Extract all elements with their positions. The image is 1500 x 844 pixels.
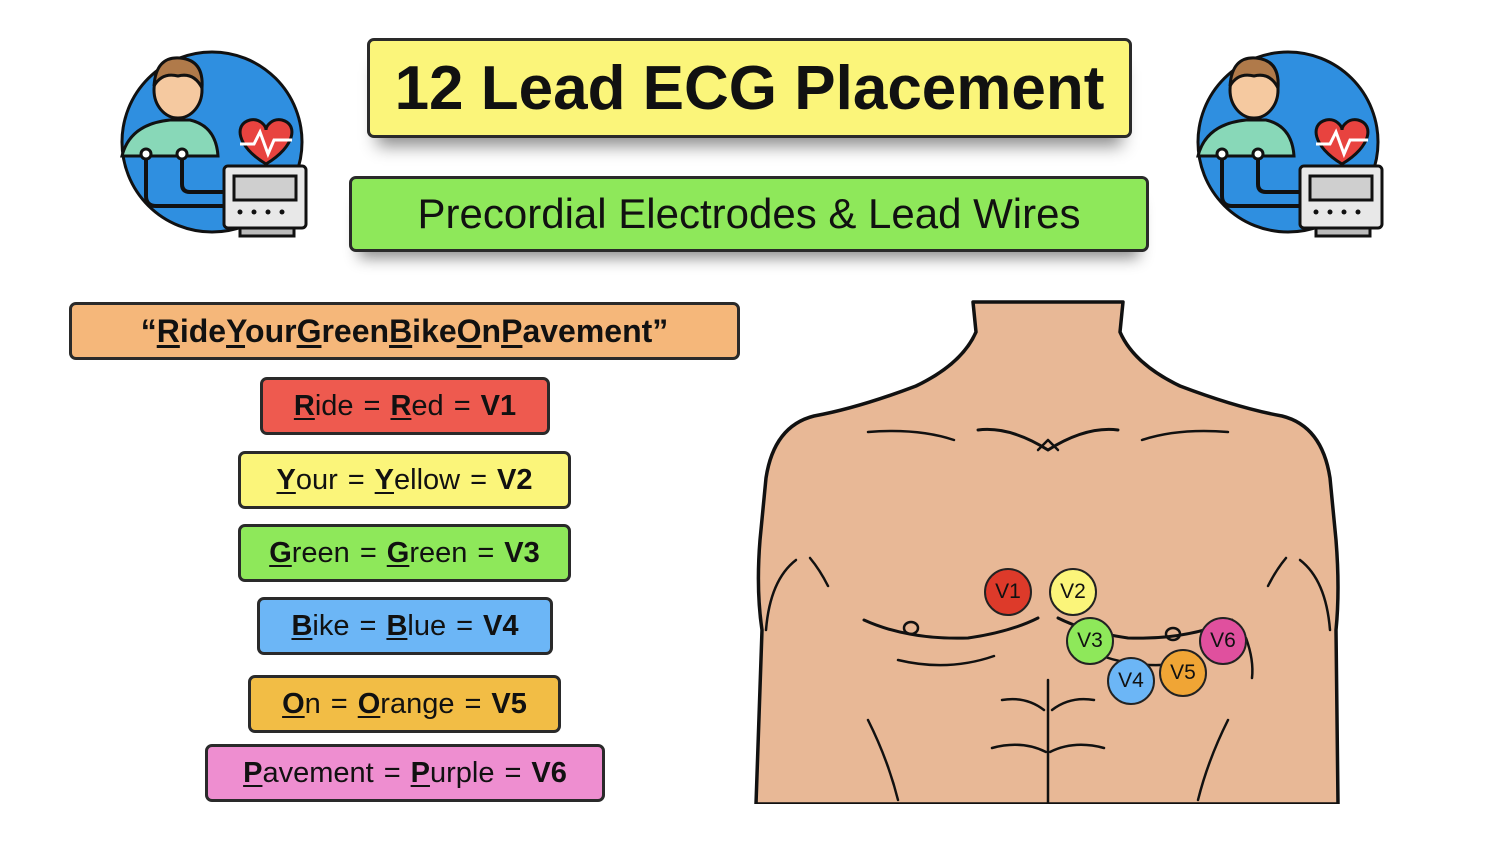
row-lead: V5 xyxy=(491,687,527,720)
mnemonic-row-v1: Ride = Red = V1 xyxy=(260,377,550,435)
mnemonic-word: On xyxy=(457,313,501,350)
row-word: Your xyxy=(276,464,337,497)
row-word: Bike xyxy=(291,610,349,643)
mnemonic-initial: B xyxy=(389,312,413,349)
mnemonic-row-v4: Bike = Blue = V4 xyxy=(257,597,553,655)
row-color: Orange xyxy=(358,688,455,721)
row-word: Ride xyxy=(294,390,354,423)
equals-sign: = xyxy=(359,536,377,569)
mnemonic-word: Ride xyxy=(157,313,226,350)
equals-sign: = xyxy=(363,389,381,422)
row-color-rest: lue xyxy=(407,609,447,642)
mnemonic-rest: ike xyxy=(412,312,457,349)
row-color-initial: B xyxy=(386,609,408,642)
patient-monitor-icon xyxy=(116,46,312,242)
row-color-rest: ed xyxy=(411,389,444,422)
equals-sign: = xyxy=(330,687,348,720)
mnemonic-word: Pavement xyxy=(501,313,652,350)
row-lead: V4 xyxy=(483,609,519,642)
mnemonic-rest: ide xyxy=(179,312,227,349)
row-color-initial: Y xyxy=(374,463,395,496)
mnemonic-rest: avement xyxy=(522,312,653,349)
row-color-rest: ellow xyxy=(394,463,461,496)
chest-diagram xyxy=(754,300,1340,804)
page-subtitle: Precordial Electrodes & Lead Wires xyxy=(349,176,1149,252)
mnemonic-rest: reen xyxy=(321,312,390,349)
row-color: Red xyxy=(390,390,443,423)
row-color: Purple xyxy=(411,757,495,790)
mnemonic-initial: G xyxy=(296,312,322,349)
row-word-rest: our xyxy=(295,463,338,496)
mnemonic-initial: R xyxy=(156,312,180,349)
electrode-v2: V2 xyxy=(1049,568,1097,616)
row-word-rest: reen xyxy=(291,536,350,569)
mnemonic-word: Green xyxy=(297,313,389,350)
electrode-v3: V3 xyxy=(1066,617,1114,665)
row-color-initial: P xyxy=(410,756,430,789)
row-lead: V6 xyxy=(531,756,567,789)
mnemonic-banner: “Ride Your Green Bike On Pavement” xyxy=(69,302,740,360)
close-quote: ” xyxy=(652,312,669,349)
electrode-v6: V6 xyxy=(1199,617,1247,665)
mnemonic-initial: P xyxy=(501,312,523,349)
row-word-initial: G xyxy=(269,536,292,569)
row-color-rest: range xyxy=(380,687,455,720)
page-title: 12 Lead ECG Placement xyxy=(367,38,1132,138)
mnemonic-row-v3: Green = Green = V3 xyxy=(238,524,571,582)
row-color-initial: R xyxy=(390,389,412,422)
equals-sign: = xyxy=(359,609,377,642)
equals-sign: = xyxy=(477,536,495,569)
row-lead: V1 xyxy=(480,389,517,422)
equals-sign: = xyxy=(383,756,401,789)
mnemonic-rest: n xyxy=(481,312,502,349)
row-word: Pavement xyxy=(243,757,374,790)
row-word-initial: R xyxy=(293,389,315,422)
row-color: Yellow xyxy=(375,464,460,497)
row-word-rest: avement xyxy=(262,756,374,789)
equals-sign: = xyxy=(456,609,474,642)
row-color-initial: G xyxy=(386,536,410,569)
row-color-initial: O xyxy=(357,687,381,720)
row-lead: V2 xyxy=(497,463,533,496)
row-word-initial: P xyxy=(243,756,263,789)
row-word-rest: ike xyxy=(312,609,350,642)
row-color: Green xyxy=(387,537,468,570)
mnemonic-word: Your xyxy=(226,313,297,350)
electrode-v1: V1 xyxy=(984,568,1032,616)
row-word-initial: B xyxy=(291,609,313,642)
row-color: Blue xyxy=(386,610,446,643)
mnemonic-row-v2: Your = Yellow = V2 xyxy=(238,451,571,509)
mnemonic-word: Bike xyxy=(389,313,457,350)
mnemonic-row-v6: Pavement = Purple = V6 xyxy=(205,744,605,802)
patient-monitor-icon xyxy=(1192,46,1388,242)
row-word: Green xyxy=(269,537,350,570)
equals-sign: = xyxy=(504,756,522,789)
equals-sign: = xyxy=(347,463,365,496)
equals-sign: = xyxy=(464,687,482,720)
equals-sign: = xyxy=(453,389,471,422)
equals-sign: = xyxy=(470,463,488,496)
mnemonic-initial: Y xyxy=(226,312,246,349)
electrode-v4: V4 xyxy=(1107,657,1155,705)
row-lead: V3 xyxy=(504,536,540,569)
row-word-initial: Y xyxy=(276,463,296,496)
mnemonic-initial: O xyxy=(456,312,482,349)
electrode-v5: V5 xyxy=(1159,649,1207,697)
mnemonic-row-v5: On = Orange = V5 xyxy=(248,675,561,733)
row-color-rest: urple xyxy=(429,756,495,789)
row-word: On xyxy=(282,688,321,721)
row-word-rest: ide xyxy=(314,389,354,422)
row-word-initial: O xyxy=(282,687,305,720)
mnemonic-rest: our xyxy=(245,312,297,349)
row-color-rest: reen xyxy=(409,536,468,569)
open-quote: “ xyxy=(140,312,157,349)
row-word-rest: n xyxy=(304,687,321,720)
